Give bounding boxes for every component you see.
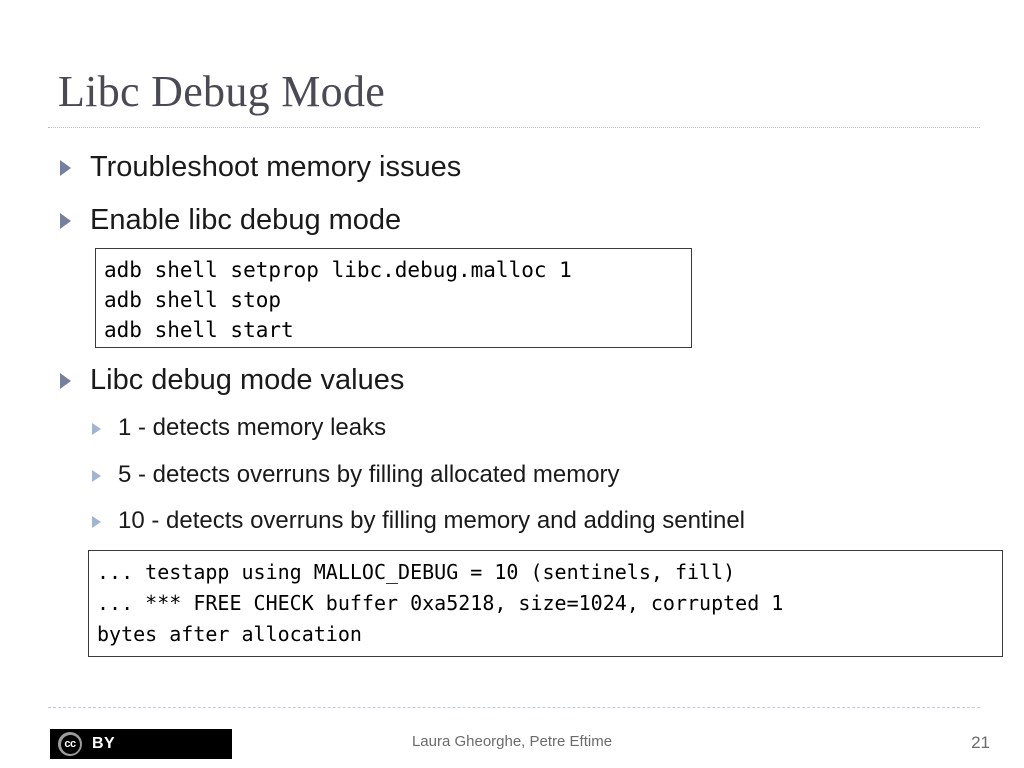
page-title: Libc Debug Mode — [58, 67, 386, 116]
bullet-item-enable-debug: Enable libc debug mode — [60, 203, 401, 237]
sub-bullet-label: 1 - detects memory leaks — [118, 414, 387, 441]
sub-bullet-label: 10 - detects overruns by filling memory … — [118, 507, 745, 534]
triangle-bullet-icon — [60, 160, 71, 176]
triangle-bullet-icon — [60, 213, 71, 229]
triangle-bullet-icon — [60, 373, 71, 389]
sub-bullet-label: 5 - detects overruns by filling allocate… — [118, 461, 620, 488]
triangle-bullet-icon — [92, 470, 101, 482]
code-text: ... testapp using MALLOC_DEBUG = 10 (sen… — [97, 560, 784, 646]
footer-authors: Laura Gheorghe, Petre Eftime — [411, 733, 613, 750]
sub-bullet-item-value-5: 5 - detects overruns by filling allocate… — [92, 461, 620, 489]
bullet-item-troubleshoot: Troubleshoot memory issues — [60, 150, 461, 184]
title-divider — [48, 127, 980, 128]
bullet-item-debug-values: Libc debug mode values — [60, 363, 404, 397]
triangle-bullet-icon — [92, 423, 101, 435]
creative-commons-by-badge-icon: cc BY — [50, 729, 232, 759]
triangle-bullet-icon — [92, 516, 101, 528]
code-text: adb shell setprop libc.debug.malloc 1 ad… — [104, 258, 572, 342]
cc-by-label: BY — [92, 735, 116, 752]
cc-circle-icon: cc — [58, 732, 82, 756]
bullet-label: Troubleshoot memory issues — [90, 151, 462, 183]
sub-bullet-item-value-10: 10 - detects overruns by filling memory … — [92, 507, 745, 535]
footer-divider — [48, 707, 980, 708]
slide-number: 21 — [971, 733, 990, 752]
code-block-malloc-debug-output: ... testapp using MALLOC_DEBUG = 10 (sen… — [88, 550, 1003, 657]
cc-label: cc — [60, 734, 80, 754]
code-block-enable-debug: adb shell setprop libc.debug.malloc 1 ad… — [95, 248, 692, 348]
sub-bullet-item-value-1: 1 - detects memory leaks — [92, 414, 386, 442]
bullet-label: Libc debug mode values — [90, 364, 405, 396]
bullet-label: Enable libc debug mode — [90, 204, 402, 236]
